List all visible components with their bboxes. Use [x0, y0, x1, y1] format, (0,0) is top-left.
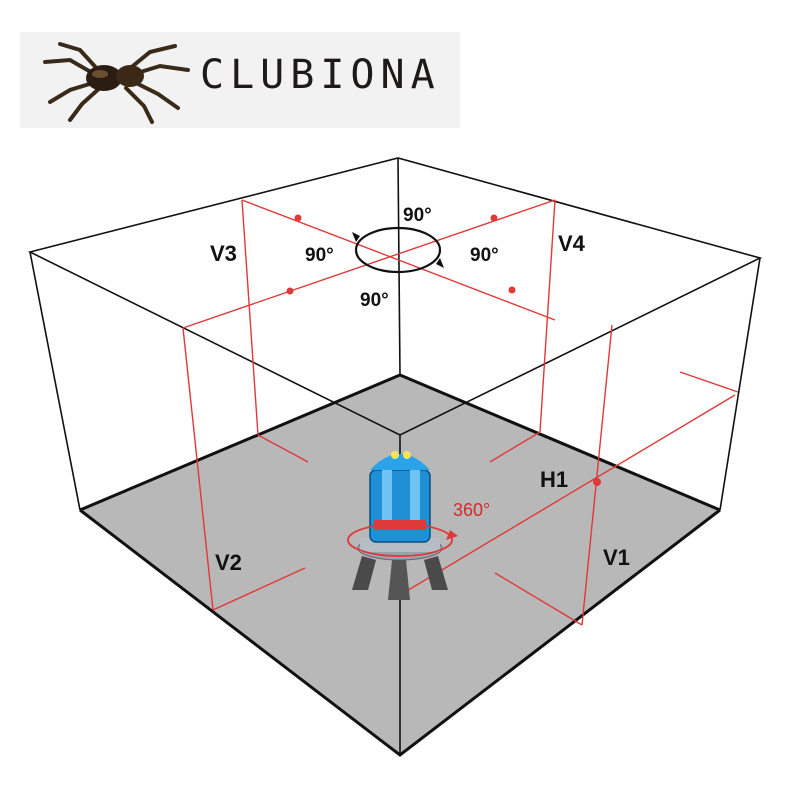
- laser-dot: [508, 286, 516, 294]
- angle-top: 90°: [403, 205, 432, 226]
- floor-edges: [79, 373, 721, 757]
- rotation-ellipse: [352, 226, 444, 274]
- laser-lines: [182, 199, 739, 626]
- label-v2: V2: [215, 550, 242, 575]
- label-h1: H1: [540, 467, 568, 492]
- angle-bottom: 90°: [360, 290, 389, 311]
- spider-icon: [43, 42, 190, 124]
- label-v4: V4: [558, 231, 586, 256]
- rotation-360-indicator: [347, 523, 458, 557]
- angle-left: 90°: [305, 245, 334, 266]
- rotation-label: 360°: [453, 500, 490, 520]
- ceiling-line-a: [241, 199, 556, 321]
- arrow-icon: [446, 530, 458, 540]
- angle-right: 90°: [470, 245, 499, 266]
- laser-dot: [593, 478, 601, 486]
- arrow-icon: [352, 232, 360, 242]
- laser-dot: [286, 287, 294, 295]
- laser-dot: [490, 214, 498, 222]
- label-v1: V1: [603, 545, 630, 570]
- brand-name: CLUBIONA: [200, 52, 441, 98]
- label-v3: V3: [210, 241, 237, 266]
- laser-dot: [294, 214, 302, 222]
- arrow-icon: [436, 258, 444, 268]
